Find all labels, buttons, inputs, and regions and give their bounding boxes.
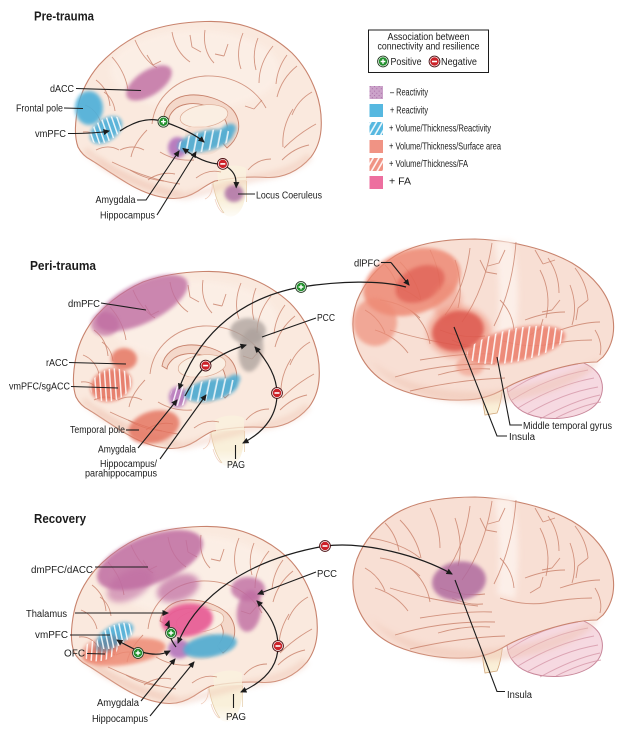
svg-text:dlPFC: dlPFC (354, 259, 380, 270)
svg-text:PAG: PAG (227, 460, 245, 471)
svg-text:Locus Coeruleus: Locus Coeruleus (256, 191, 322, 202)
svg-text:Hippocampus/: Hippocampus/ (100, 459, 157, 470)
svg-text:vmPFC: vmPFC (35, 630, 68, 641)
svg-text:Association between: Association between (388, 32, 470, 43)
svg-text:+ Volume/Thickness/Surface are: + Volume/Thickness/Surface area (389, 142, 501, 153)
svg-text:Peri-trauma: Peri-trauma (30, 259, 97, 273)
svg-text:Amygdala: Amygdala (98, 445, 136, 456)
svg-text:+ Volume/Thickness/Reactivity: + Volume/Thickness/Reactivity (389, 124, 491, 135)
svg-text:Insula: Insula (509, 432, 535, 443)
svg-text:PAG: PAG (226, 712, 246, 723)
svg-text:vmPFC/sgACC: vmPFC/sgACC (9, 382, 70, 393)
svg-text:dmPFC: dmPFC (68, 299, 100, 310)
svg-text:PCC: PCC (317, 569, 337, 580)
svg-text:Negative: Negative (441, 57, 477, 68)
svg-text:Thalamus: Thalamus (26, 609, 67, 620)
svg-text:Positive: Positive (391, 57, 422, 68)
svg-text:+ Reactivity: + Reactivity (390, 106, 428, 117)
svg-text:rACC: rACC (46, 358, 68, 369)
svg-text:connectivity and resilience: connectivity and resilience (378, 42, 480, 53)
svg-text:Temporal pole: Temporal pole (70, 425, 125, 436)
svg-text:Amygdala: Amygdala (96, 195, 136, 206)
svg-text:Insula: Insula (507, 690, 532, 701)
svg-text:dmPFC/dACC: dmPFC/dACC (31, 565, 93, 576)
svg-text:PCC: PCC (317, 313, 335, 324)
svg-text:+ FA: + FA (389, 177, 411, 188)
svg-text:dACC: dACC (50, 84, 74, 95)
svg-text:– Reactivity: – Reactivity (390, 88, 428, 99)
svg-text:Frontal pole: Frontal pole (16, 103, 63, 114)
svg-text:Hippocampus: Hippocampus (100, 211, 155, 222)
svg-text:parahippocampus: parahippocampus (85, 469, 157, 480)
svg-text:+ Volume/Thickness/FA: + Volume/Thickness/FA (389, 159, 468, 170)
svg-text:Recovery: Recovery (34, 512, 86, 526)
svg-text:OFC: OFC (64, 649, 85, 660)
svg-text:vmPFC: vmPFC (35, 129, 66, 140)
svg-text:Pre-trauma: Pre-trauma (34, 10, 95, 24)
svg-text:Hippocampus: Hippocampus (92, 714, 148, 725)
svg-text:Middle temporal gyrus: Middle temporal gyrus (523, 421, 612, 432)
svg-text:Amygdala: Amygdala (97, 698, 139, 709)
